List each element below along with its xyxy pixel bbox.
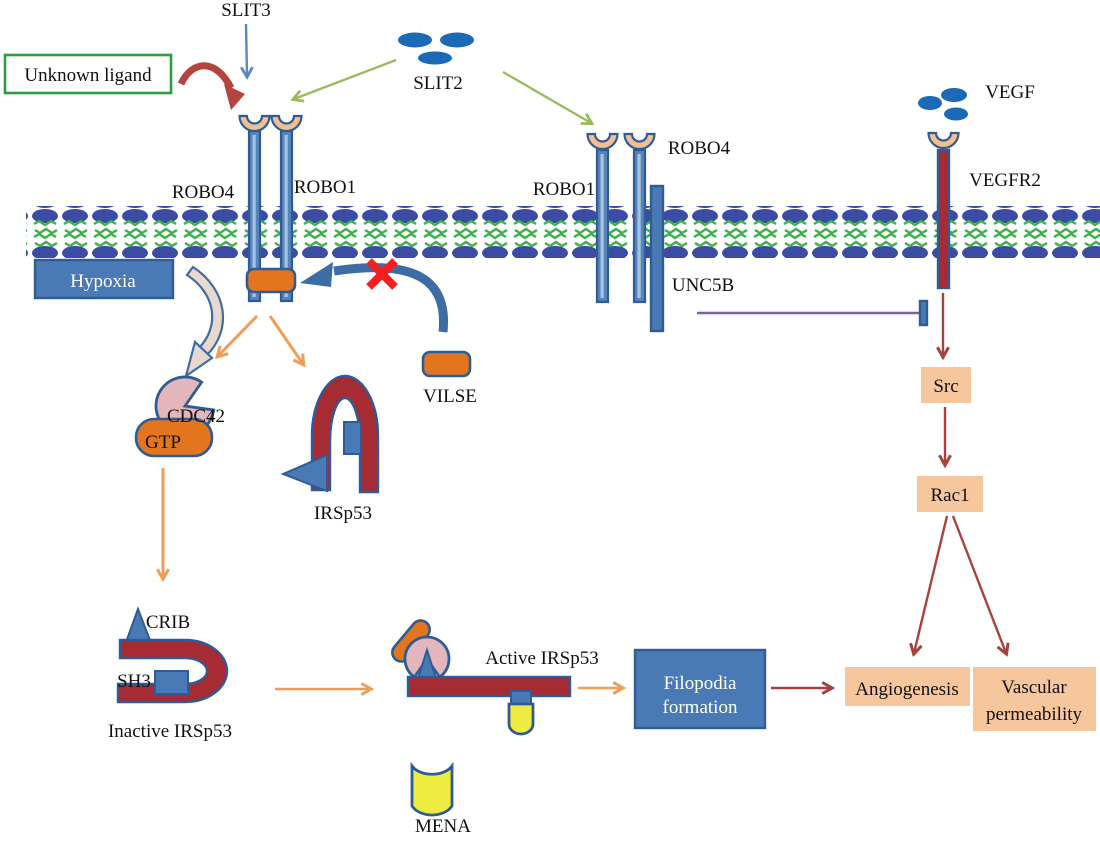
robo1-mid-stem-highlight [600, 154, 604, 298]
unc5b-receptor [649, 184, 665, 333]
irsp53-arch: IRSp53 [280, 374, 380, 524]
irsp53-crib-domain [280, 453, 328, 493]
cell-membrane [26, 206, 1100, 258]
active-irsp53: Active IRSp53 [391, 619, 599, 736]
vascular-permeability-box [973, 667, 1096, 731]
vilse-arrowhead [300, 262, 333, 287]
inhibition-t-bar [918, 299, 929, 327]
robo4-left-stem-highlight [252, 135, 256, 297]
vegf-oval [918, 96, 942, 110]
vascular-label-line1: Vascular [1001, 677, 1067, 698]
vascular-label-line2: permeability [986, 704, 1083, 725]
cdc42-gtp: CDC42 GTP [134, 375, 225, 458]
mena-label: MENA [415, 816, 471, 837]
outcome-boxes: Angiogenesis Vascular permeability [845, 667, 1096, 731]
angiogenesis-box [845, 667, 970, 706]
sh3-label: SH3 [117, 671, 151, 692]
unknown-ligand: Unknown ligand [3, 53, 245, 110]
vegf-oval [944, 107, 968, 121]
slit2-arrow-right [502, 70, 591, 123]
mena-bound-shape [507, 702, 535, 736]
robo1-left-cup [270, 114, 303, 133]
vilse-blocked-interaction: VILSE [300, 258, 477, 407]
vegf-oval [941, 88, 967, 102]
unknown-ligand-box [3, 53, 173, 95]
hypoxia-label: Hypoxia [70, 271, 136, 292]
unknown-ligand-arrow [177, 62, 235, 90]
robo4-mid-stem-highlight [637, 154, 641, 298]
slit2-arrow-left [294, 58, 397, 99]
src-rac1-cascade: Src Rac1 [914, 367, 1006, 653]
src-label: Src [933, 376, 958, 397]
inactive-irsp53: CRIB SH3 Inactive IRSp53 [108, 606, 232, 742]
robo1-mid-label: ROBO1 [533, 179, 595, 200]
vilse-shape [421, 350, 472, 378]
mena: MENA [410, 761, 471, 837]
slit2-ligand: SLIT2 [398, 32, 474, 94]
robo4-mid-cup [623, 132, 656, 151]
inactive-irsp53-shape [116, 638, 229, 704]
hypoxia-curved-arrowhead [184, 339, 214, 379]
irsp53-sh3-domain [343, 421, 362, 455]
irsp53-label: IRSp53 [314, 503, 372, 524]
robo4-left-label: ROBO4 [172, 182, 235, 203]
active-irsp53-label: Active IRSp53 [485, 648, 598, 669]
rac1-box [917, 476, 983, 512]
robo-intracellular-domain [245, 267, 297, 294]
slit3-label: SLIT3 [221, 0, 271, 21]
robo1-robo4-mid-pair: ROBO1 ROBO4 UNC5B [533, 132, 734, 333]
robo4-mid-label: ROBO4 [668, 138, 731, 159]
rac1-label: Rac1 [930, 485, 969, 506]
vilse-label: VILSE [423, 386, 477, 407]
filopodia-box [633, 648, 767, 730]
rac1-vascular-arrow [951, 515, 1006, 653]
vegf-label: VEGF [985, 82, 1035, 103]
slit2-oval [418, 51, 452, 65]
active-irsp53-bar [406, 675, 572, 698]
slit2-label: SLIT2 [413, 73, 463, 94]
filopodia-label-line2: formation [663, 697, 738, 718]
unknown-ligand-label: Unknown ligand [24, 65, 152, 86]
vegfr2-cup [927, 131, 960, 150]
robo1-left-label: ROBO1 [294, 177, 356, 198]
unc5b-label: UNC5B [672, 275, 734, 296]
unknown-ligand-arrowhead [224, 84, 245, 110]
vegfr2-stem [936, 148, 951, 290]
gtp-shape [134, 417, 214, 458]
sh3-rect [154, 670, 189, 695]
irsp53-arch-shape [310, 374, 380, 494]
robo1-mid-cup [586, 132, 619, 151]
filopodia-formation: Filopodia formation [633, 648, 767, 730]
hypoxia-curved-arrow [185, 265, 225, 357]
mena-cylinder [410, 761, 454, 817]
inactive-irsp53-label: Inactive IRSp53 [108, 721, 232, 742]
cdc42-label: CDC42 [167, 406, 225, 427]
robo4-robo1-left-pair: ROBO4 ROBO1 [172, 114, 356, 303]
angiogenesis-label: Angiogenesis [855, 679, 958, 700]
src-box [921, 367, 971, 403]
crib-label: CRIB [146, 612, 190, 633]
filopodia-label-line1: Filopodia [664, 673, 737, 694]
slit2-oval [440, 32, 474, 48]
vegf-vegfr2: VEGF VEGFR2 [918, 82, 1041, 290]
hypoxia: Hypoxia [33, 258, 225, 379]
red-x-stroke [366, 258, 398, 290]
vilse-curved-arrow [333, 263, 449, 333]
robo4-left-cup [238, 114, 271, 133]
rac1-angiogenesis-arrow [914, 515, 949, 653]
lipid-bilayer [26, 206, 1100, 258]
slit2-oval [398, 32, 432, 48]
robo-irsp53-arrow [268, 315, 303, 364]
robo-cdc42-arrow [218, 314, 259, 356]
robo1-left-stem-highlight [284, 135, 288, 297]
slit3-arrow [246, 23, 247, 76]
vegfr2-label: VEGFR2 [969, 170, 1041, 191]
hypoxia-box [33, 258, 175, 300]
gtp-label: GTP [145, 432, 181, 453]
